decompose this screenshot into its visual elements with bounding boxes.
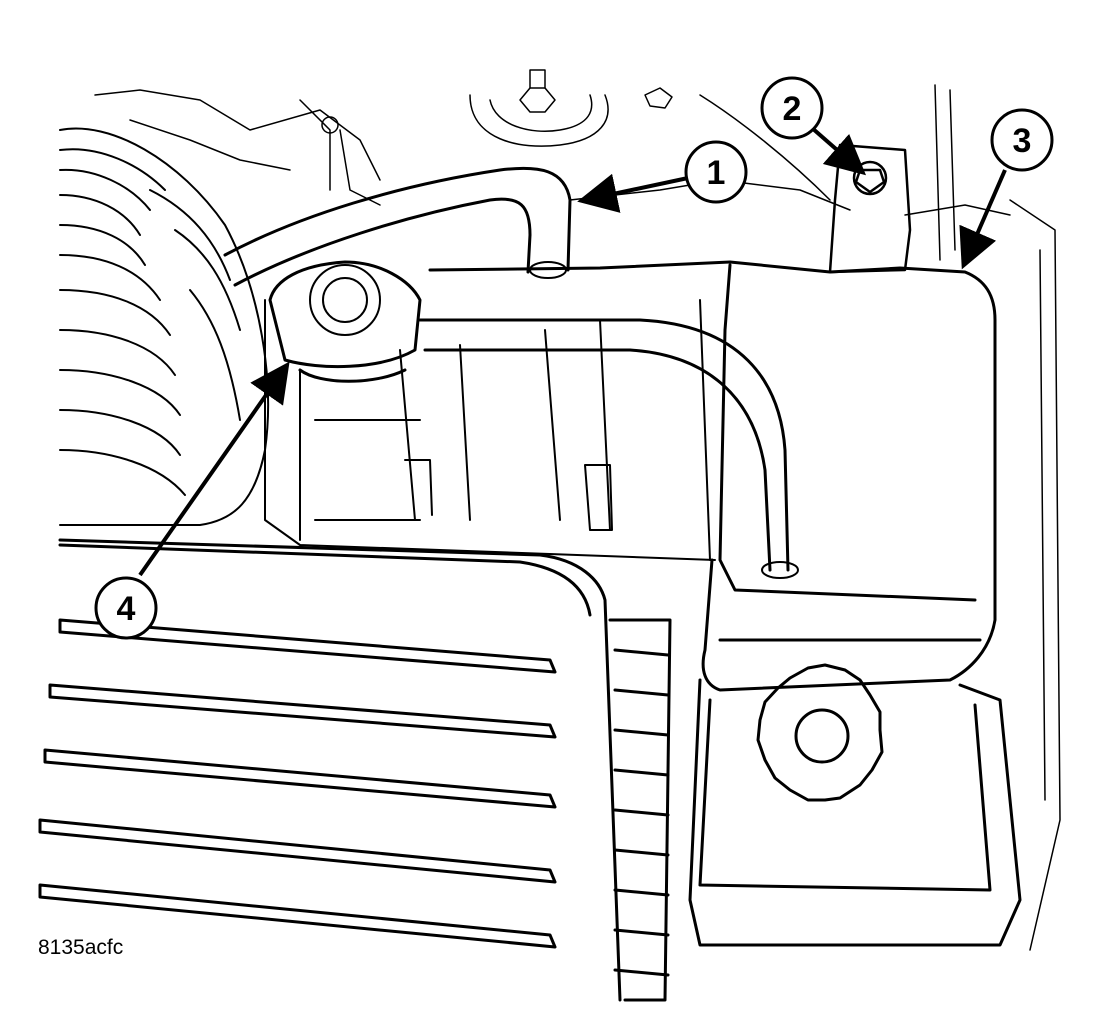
air-intake-duct: [59, 127, 270, 526]
callout-1-leader: [577, 173, 689, 213]
callout-3-leader: [959, 169, 1007, 270]
callout-2: 2: [760, 76, 824, 140]
callout-leaders: [138, 126, 1007, 577]
coolant-recovery-bottle: [428, 260, 997, 692]
callout-4-leader: [138, 361, 290, 577]
callout-3: 3: [990, 108, 1054, 172]
callout-1: 1: [684, 140, 748, 204]
hose-1: [223, 166, 572, 287]
pressure-cap: [268, 260, 422, 383]
figure-id-label: 8135acfc: [38, 936, 124, 959]
callout-4-number: 4: [117, 590, 136, 628]
radiator-support: [264, 299, 716, 561]
callout-2-leader: [810, 126, 867, 176]
overflow-hose: [418, 318, 799, 579]
callout-3-number: 3: [1013, 122, 1032, 160]
air-cleaner-housing: [38, 538, 672, 1002]
callout-2-number: 2: [783, 90, 802, 128]
callout-1-number: 1: [707, 154, 726, 192]
washer-reservoir: [688, 663, 1022, 947]
engine-background: [94, 69, 1061, 951]
mount-bracket: [828, 143, 912, 274]
callout-4: 4: [94, 576, 158, 640]
